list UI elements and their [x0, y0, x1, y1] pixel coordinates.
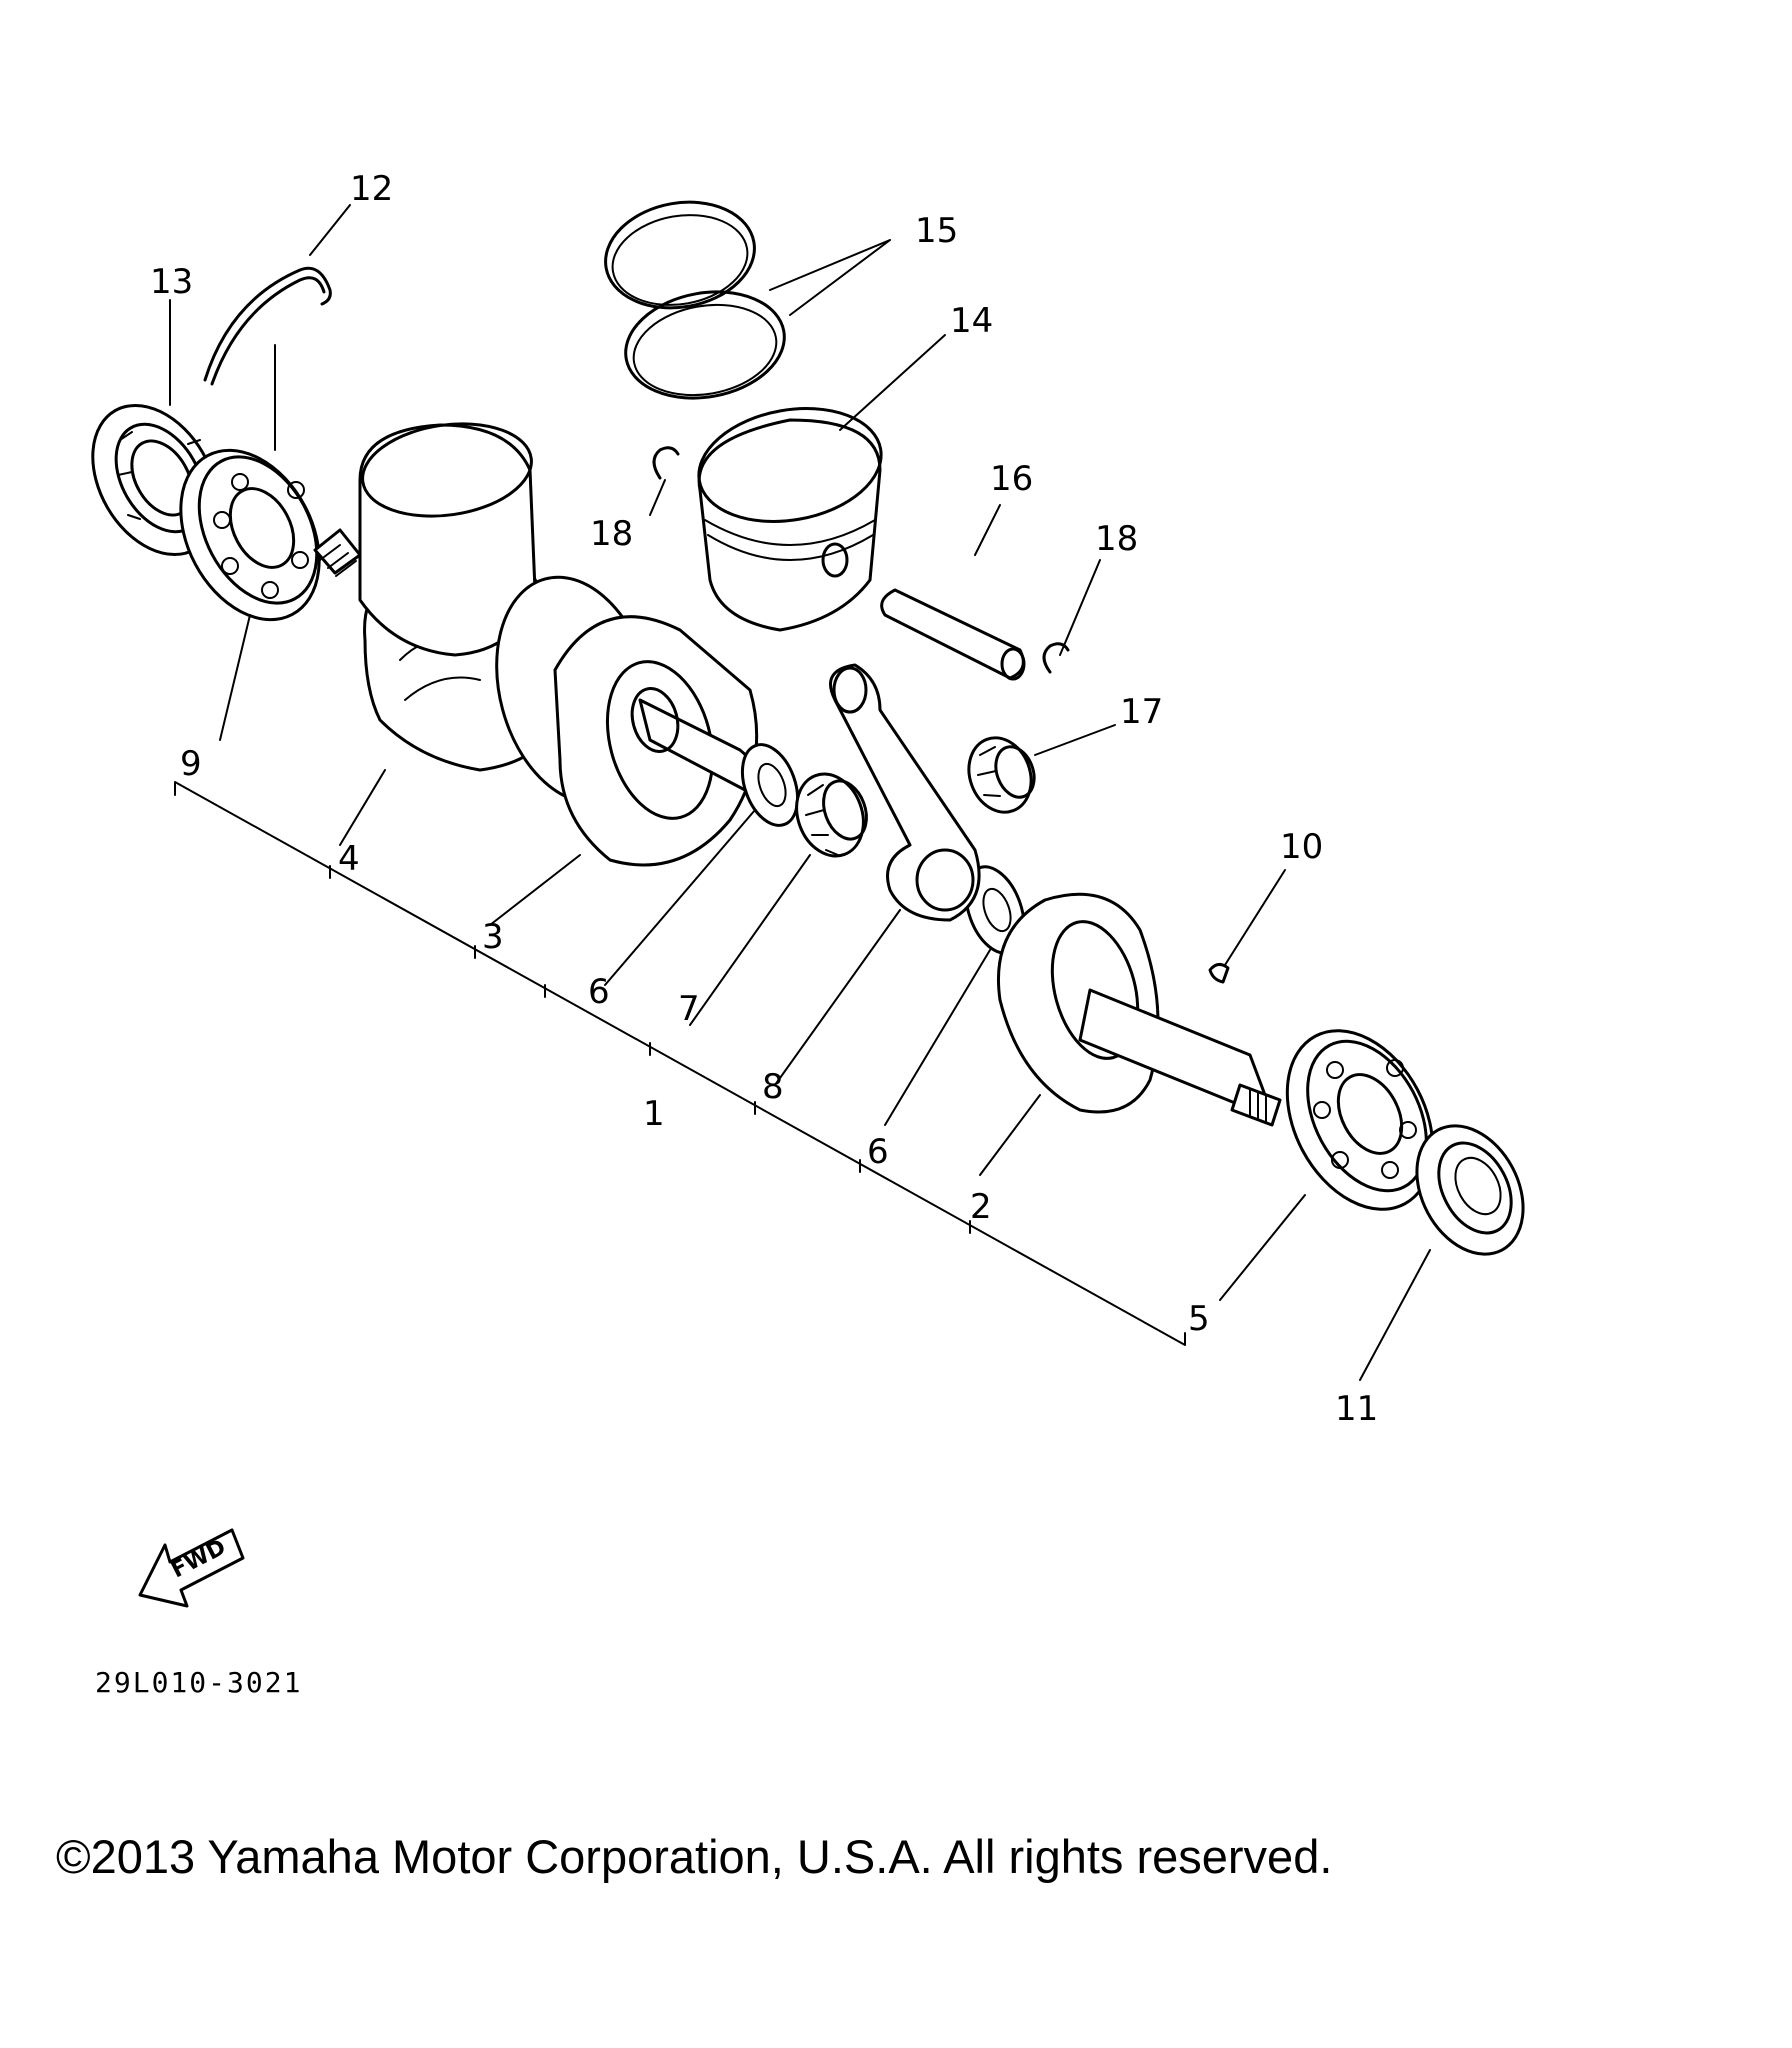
part-6-washer-a [740, 743, 800, 827]
callout-18b: 18 [1095, 519, 1138, 559]
callout-3: 3 [482, 917, 504, 957]
part-3-crank-center [495, 575, 759, 867]
part-14-piston [697, 407, 883, 632]
copyright-notice: ©2013 Yamaha Motor Corporation, U.S.A. A… [56, 1830, 1332, 1883]
callout-8: 8 [762, 1067, 784, 1107]
callout-11: 11 [1335, 1389, 1378, 1429]
part-8-connecting-rod [829, 663, 981, 922]
callout-1: 1 [643, 1094, 665, 1134]
callout-16: 16 [990, 459, 1033, 499]
callout-2: 2 [970, 1187, 992, 1227]
part-12-circlip [203, 266, 332, 386]
part-5-bearing [1285, 1029, 1435, 1211]
callout-5: 5 [1188, 1299, 1210, 1339]
leader-lines [169, 204, 1431, 1381]
assembly-bracket [174, 781, 1186, 1346]
forward-direction-arrow: FWD [138, 1528, 245, 1608]
callout-13: 13 [150, 262, 193, 302]
part-17-needle-bearing [967, 736, 1036, 814]
callout-10: 10 [1280, 827, 1323, 867]
callout-6a: 6 [588, 972, 610, 1012]
part-11-oil-seal [1415, 1124, 1525, 1256]
part-15-piston-rings [604, 200, 786, 400]
callout-4: 4 [338, 839, 360, 879]
part-10-key [1208, 963, 1230, 984]
callout-17: 17 [1120, 692, 1163, 732]
callout-18a: 18 [590, 514, 633, 554]
callout-6b: 6 [867, 1132, 889, 1172]
callout-9: 9 [180, 744, 202, 784]
callout-14: 14 [950, 301, 993, 341]
part-2-crank-right [996, 892, 1282, 1127]
part-9-bearing [179, 448, 321, 622]
part-16-piston-pin [880, 588, 1026, 681]
part-7-needle-bearing [795, 772, 868, 858]
part-18-clip-b [1042, 642, 1070, 674]
callout-15: 15 [915, 211, 958, 251]
diagram-code: 29L010-3021 [95, 1666, 302, 1699]
callout-12: 12 [350, 169, 393, 209]
callout-7: 7 [678, 989, 700, 1029]
part-18-clip-a [652, 446, 680, 480]
